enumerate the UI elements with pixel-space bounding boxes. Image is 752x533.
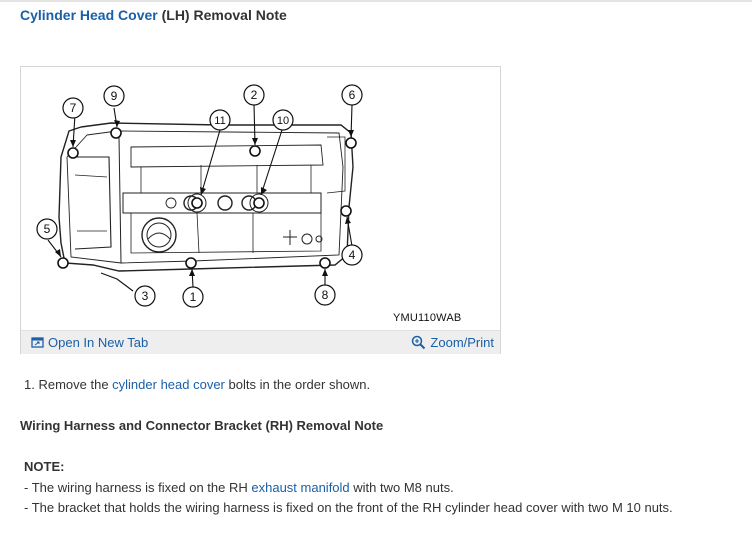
- callout-label-4: 4: [349, 248, 356, 262]
- figure-code: YMU110WAB: [393, 312, 462, 324]
- callout-circle-11: [209, 109, 231, 131]
- figure-panel: 1 2 3 4 5 6 7 8 9 10 11 YMU110WAB Open I…: [20, 66, 501, 354]
- callout-circle-7: [62, 97, 84, 119]
- zoom-print-label: Zoom/Print: [430, 335, 494, 350]
- callout-label-9: 9: [111, 89, 118, 103]
- figure-toolbar: Open In New Tab Zoom/Print: [21, 330, 500, 354]
- zoom-print-link[interactable]: Zoom/Print: [411, 335, 494, 350]
- callout-circle-9: [103, 85, 125, 107]
- cylinder-head-cover-step-link[interactable]: cylinder head cover: [112, 377, 225, 392]
- page-title-rest: (LH) Removal Note: [157, 7, 287, 23]
- page-title: Cylinder Head Cover (LH) Removal Note: [20, 7, 287, 23]
- callout-circle-6: [341, 84, 363, 106]
- callout-label-2: 2: [251, 88, 258, 102]
- exhaust-manifold-link[interactable]: exhaust manifold: [251, 480, 350, 495]
- open-in-new-tab-label: Open In New Tab: [48, 335, 149, 350]
- callout-label-1: 1: [190, 290, 197, 304]
- open-in-new-tab-link[interactable]: Open In New Tab: [31, 335, 148, 350]
- callout-label-5: 5: [44, 222, 51, 236]
- callout-circle-2: [243, 84, 265, 106]
- note-line-harness: - The wiring harness is fixed on the RH …: [24, 480, 454, 495]
- callout-label-10: 10: [277, 115, 289, 127]
- callout-circle-8: [314, 284, 336, 306]
- zoom-in-icon: [412, 335, 426, 350]
- callout-label-6: 6: [349, 88, 356, 102]
- section-heading: Wiring Harness and Connector Bracket (RH…: [20, 418, 384, 433]
- callout-circle-4: [341, 244, 363, 266]
- callout-circle-3: [134, 285, 156, 307]
- cylinder-head-cover-link[interactable]: Cylinder Head Cover: [20, 7, 158, 23]
- callout-circle-5: [36, 218, 58, 240]
- cylinder-head-cover-diagram[interactable]: 1 2 3 4 5 6 7 8 9 10 11: [21, 67, 500, 329]
- callout-circle-1: [182, 286, 204, 308]
- note-line-bracket: - The bracket that holds the wiring harn…: [24, 500, 673, 515]
- callout-circle-10: [272, 109, 294, 131]
- callout-label-8: 8: [322, 288, 329, 302]
- callout-label-11: 11: [214, 115, 225, 127]
- callout-label-3: 3: [142, 289, 149, 303]
- callout-label-7: 7: [70, 101, 77, 115]
- top-divider: [0, 0, 752, 2]
- open-tab-icon: [31, 336, 44, 348]
- note-title: NOTE:: [24, 459, 65, 474]
- removal-step: 1. Remove the cylinder head cover bolts …: [24, 377, 371, 392]
